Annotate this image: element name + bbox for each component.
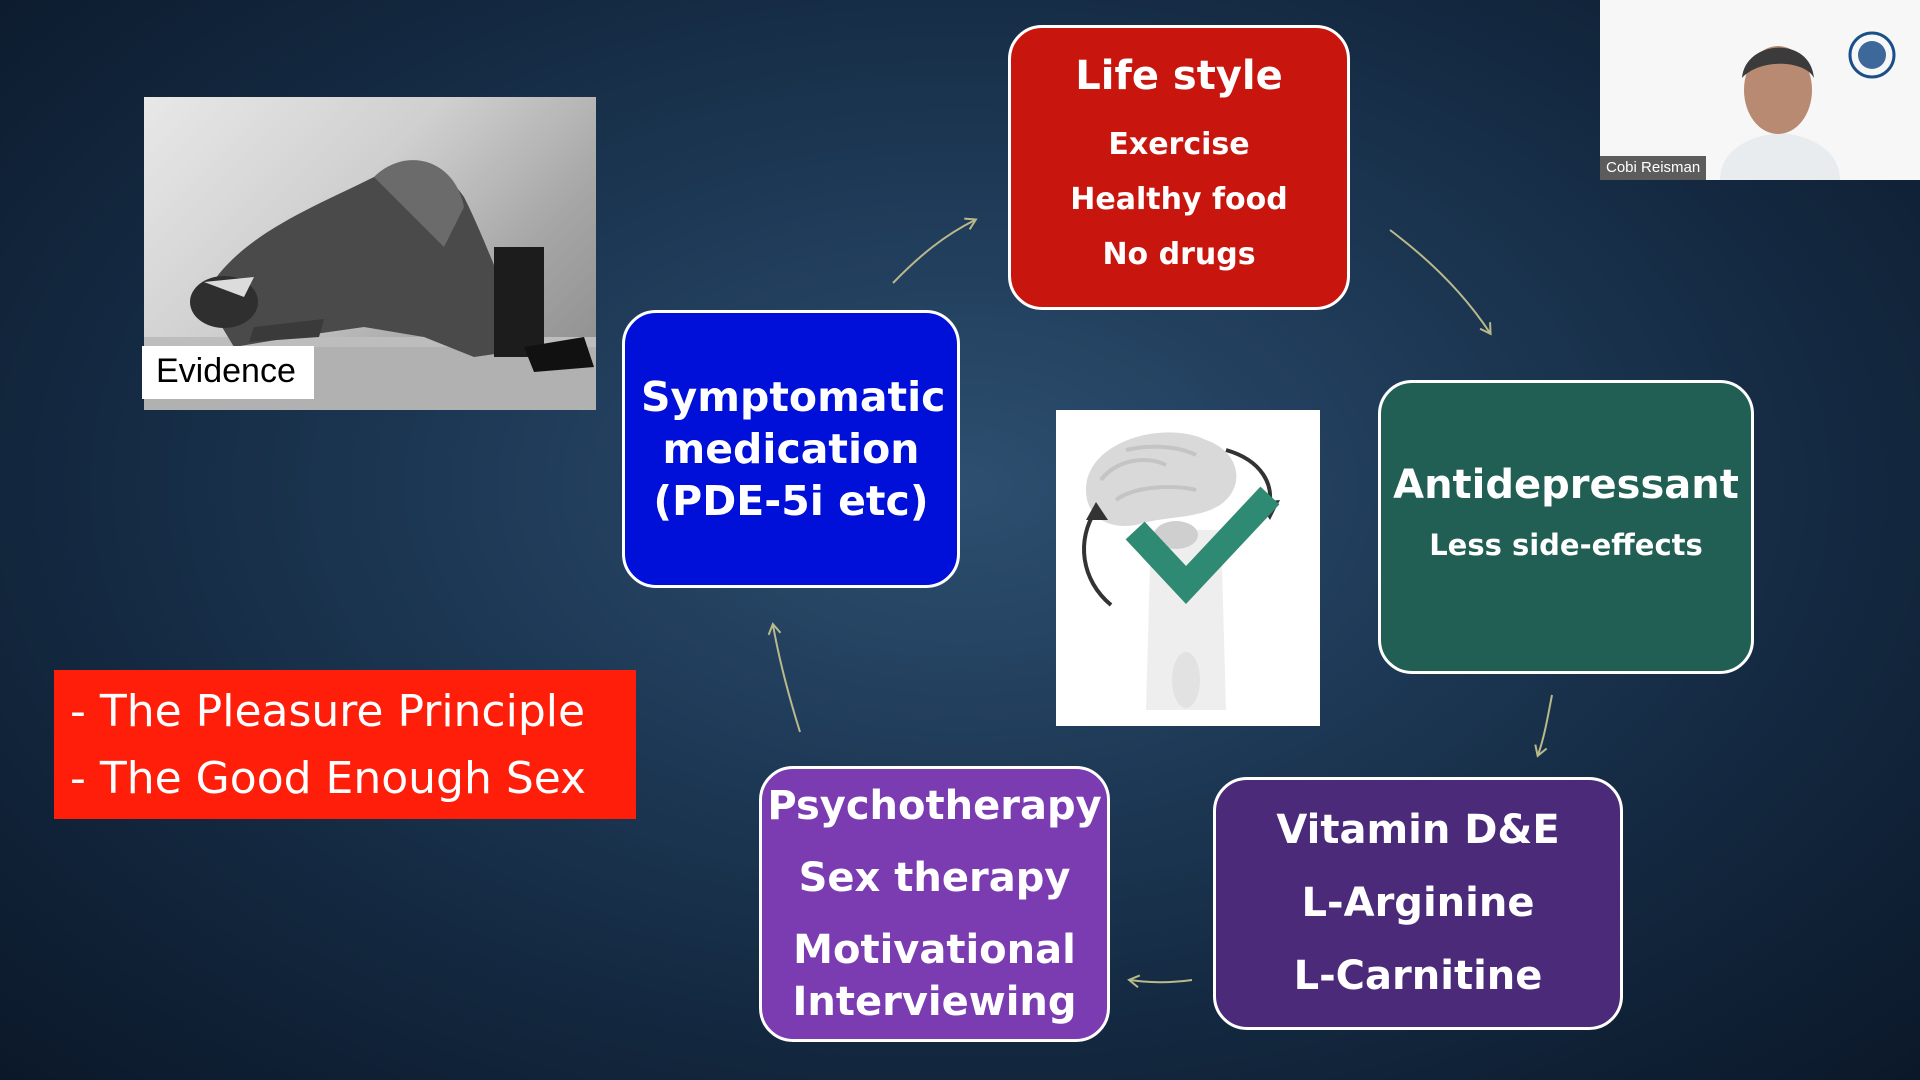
principles-note: - The Pleasure Principle - The Good Enou…	[54, 670, 636, 819]
supplement-item: L-Arginine	[1301, 880, 1535, 926]
symptomatic-line: (PDE-5i etc)	[653, 477, 929, 525]
antidepressant-subtitle: Less side-effects	[1429, 528, 1703, 562]
supplement-item: Vitamin D&E	[1276, 807, 1560, 853]
arrow-to-lifestyle	[892, 217, 978, 284]
lifestyle-title: Life style	[1075, 53, 1283, 99]
praying-man-illustration	[144, 160, 596, 410]
brain-check-image	[1056, 410, 1320, 726]
supplement-item: L-Carnitine	[1293, 953, 1543, 999]
note-line: - The Pleasure Principle	[70, 686, 586, 737]
symptomatic-line: medication	[662, 425, 920, 473]
symptomatic-line: Symptomatic	[641, 373, 946, 421]
arrow-to-symptomatic	[767, 622, 801, 733]
symptomatic-medication-box: Symptomatic medication (PDE-5i etc)	[622, 310, 960, 588]
evidence-photo	[144, 97, 596, 410]
arrow-to-psychotherapy	[1127, 974, 1193, 989]
lifestyle-item: No drugs	[1102, 237, 1256, 272]
lifestyle-item: Healthy food	[1070, 182, 1288, 217]
society-logo-icon	[1848, 31, 1896, 79]
antidepressant-box: Antidepressant Less side-effects	[1378, 380, 1754, 674]
psychotherapy-line: Motivational	[793, 927, 1076, 973]
arrow-to-antidepressant	[1389, 229, 1492, 336]
psychotherapy-box: Psychotherapy Sex therapy Motivational I…	[759, 766, 1110, 1042]
webcam-tile[interactable]: Cobi Reisman	[1600, 0, 1920, 180]
lifestyle-box: Life style Exercise Healthy food No drug…	[1008, 25, 1350, 310]
speaker-video	[1600, 0, 1920, 180]
speaker-name: Cobi Reisman	[1600, 156, 1707, 180]
psychotherapy-line: Interviewing	[792, 979, 1077, 1025]
arrow-to-supplements	[1534, 694, 1553, 758]
psychotherapy-line: Psychotherapy	[767, 783, 1102, 829]
antidepressant-title: Antidepressant	[1393, 462, 1739, 508]
supplements-box: Vitamin D&E L-Arginine L-Carnitine	[1213, 777, 1623, 1030]
note-line: - The Good Enough Sex	[70, 753, 587, 804]
evidence-label: Evidence	[142, 346, 314, 399]
psychotherapy-line: Sex therapy	[798, 855, 1071, 901]
brain-checkmark-illustration	[1082, 432, 1280, 710]
lifestyle-item: Exercise	[1108, 127, 1250, 162]
